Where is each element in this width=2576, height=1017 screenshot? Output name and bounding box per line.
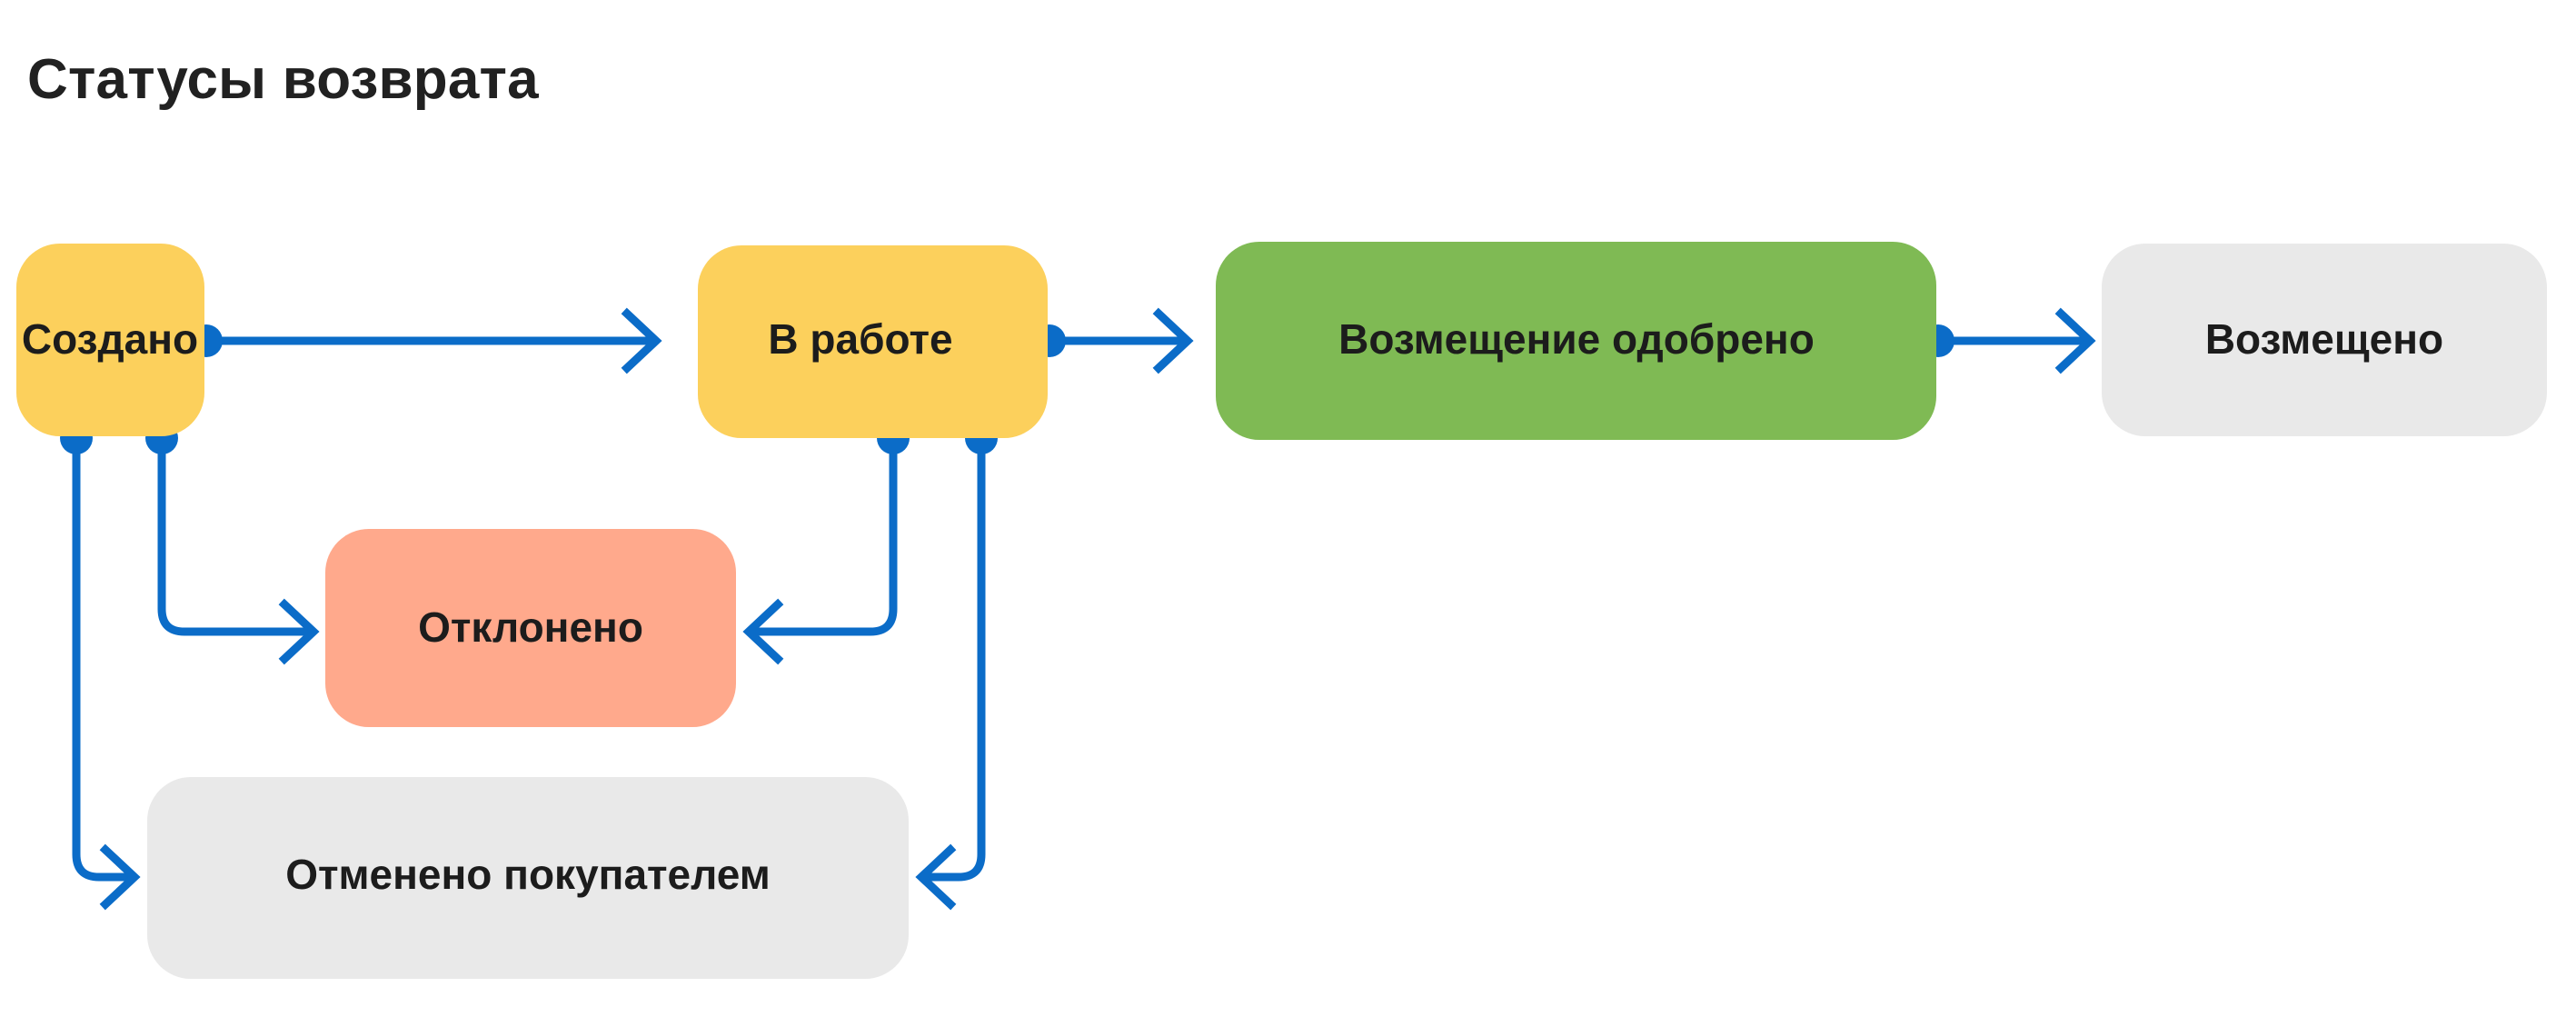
node-in-progress[interactable]: В работе — [698, 245, 1048, 438]
edge-created-to-in-progress — [190, 307, 662, 374]
node-created[interactable]: Создано — [16, 244, 204, 436]
node-refund-approved[interactable]: Возмещение одобрено — [1216, 242, 1936, 440]
edge-refund-approved-to-refunded — [1922, 307, 2096, 374]
node-in-progress-shape[interactable] — [698, 245, 1048, 438]
node-cancelled-by-buyer[interactable]: Отменено покупателем — [147, 777, 909, 979]
edge-created-to-declined — [145, 422, 320, 665]
node-refunded-shape[interactable] — [2102, 244, 2547, 436]
node-refunded[interactable]: Возмещено — [2102, 244, 2547, 436]
node-declined[interactable]: Отклонено — [325, 529, 736, 727]
node-refunded-label: Возмещено — [2205, 315, 2443, 363]
node-cancelled-by-buyer-shape[interactable] — [147, 777, 909, 979]
node-refund-approved-shape[interactable] — [1216, 242, 1936, 440]
node-declined-shape[interactable] — [325, 529, 736, 727]
edge-created-to-cancelled — [60, 422, 141, 911]
edge-in-progress-to-refund-approved — [1033, 307, 1194, 374]
node-declined-label: Отклонено — [418, 603, 643, 651]
node-created-label: Создано — [22, 315, 198, 363]
node-created-shape[interactable] — [16, 244, 204, 436]
edge-in-progress-to-declined — [742, 422, 910, 665]
node-in-progress-label: В работе — [768, 315, 952, 363]
node-cancelled-by-buyer-label: Отменено покупателем — [285, 851, 771, 898]
node-refund-approved-label: Возмещение одобрено — [1338, 315, 1815, 363]
edge-in-progress-to-cancelled — [915, 422, 998, 911]
page-title: Статусы возврата — [27, 48, 539, 111]
